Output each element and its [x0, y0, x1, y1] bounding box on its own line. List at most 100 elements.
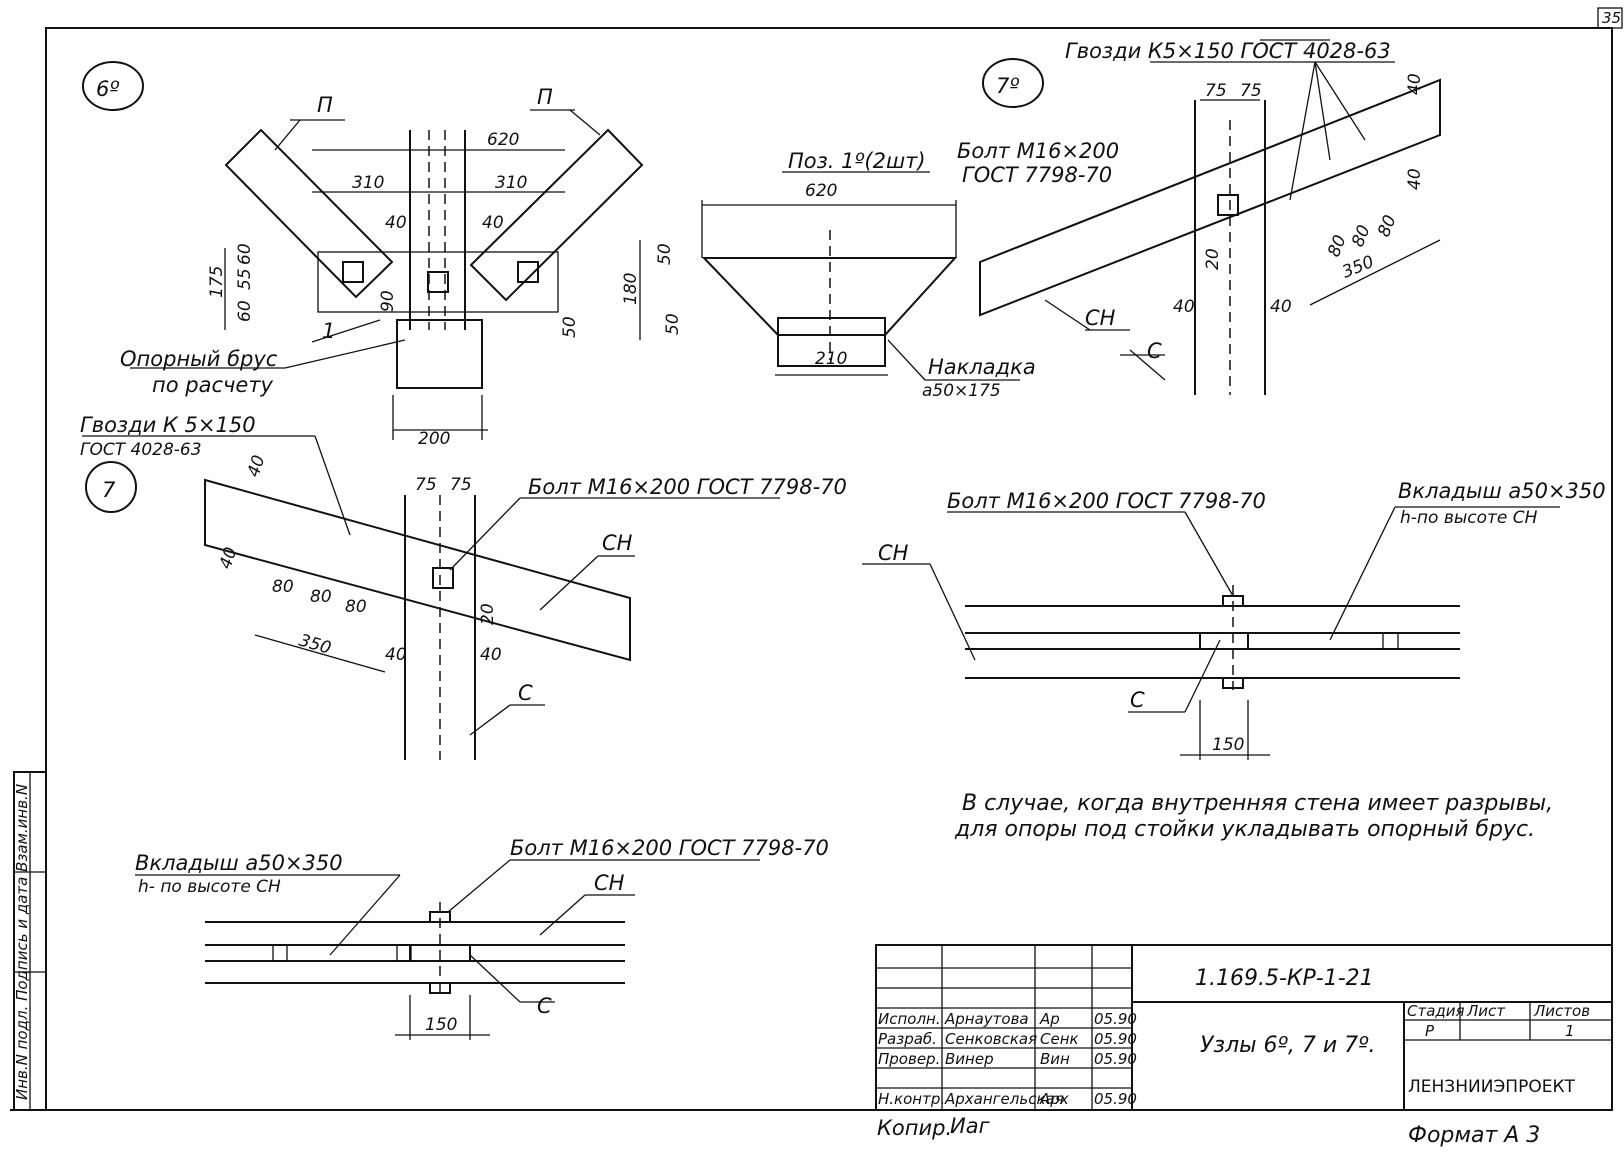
plan-left-label-s: С	[537, 994, 552, 1018]
title-block	[875, 944, 1613, 1111]
plan-right-insert-2: h-по высоте СН	[1400, 508, 1538, 528]
dim-60b: 60	[235, 243, 255, 265]
plan-right-bolt: Болт М16×200 ГОСТ 7798-70	[947, 489, 1266, 513]
tb-h-sheets: Листов	[1533, 1002, 1590, 1020]
plan-right	[862, 506, 1560, 760]
dim-40b: 40	[482, 213, 504, 233]
node-7: 7	[82, 435, 780, 760]
copied-by-label: Копир.	[877, 1116, 952, 1140]
node7a-label-sn: СН	[1085, 306, 1116, 330]
dim-40a: 40	[385, 213, 407, 233]
plan-left-insert-1: Вкладыш а50×350	[135, 851, 343, 875]
tb-h-sheet: Лист	[1466, 1002, 1506, 1020]
tb-title: Узлы 6º, 7 и 7º.	[1200, 1033, 1376, 1058]
node-7a: 7º	[979, 39, 1441, 395]
plan-right-label-sn: СН	[878, 541, 909, 565]
node7a-dim-75a: 75	[1205, 81, 1227, 101]
node7-dim-80b: 80	[310, 587, 332, 607]
node7-nails-1: Гвозди К 5×150	[80, 413, 256, 437]
dim-55: 55	[235, 268, 255, 290]
node7-bolt: Болт М16×200 ГОСТ 7798-70	[528, 475, 847, 499]
node7-dim-80a: 80	[272, 577, 294, 597]
sheet-frame	[10, 7, 1623, 1111]
marker-7: 7	[85, 461, 137, 513]
tb-row-2-role: Провер.	[878, 1050, 940, 1068]
node7a-dim-350: 350	[1339, 252, 1377, 283]
tb-row-1-sign: Сенк	[1040, 1030, 1079, 1048]
dim-60a: 60	[235, 300, 255, 322]
dim-310b: 310	[495, 173, 527, 193]
node7a-dim-40b: 40	[1270, 297, 1292, 317]
tb-org: ЛЕНЗНИИЭПРОЕКТ	[1408, 1077, 1576, 1097]
svg-text:6º: 6º	[96, 77, 119, 101]
format-label: Формат А 3	[1408, 1123, 1540, 1148]
tb-row-1-name: Сенковская	[945, 1030, 1037, 1048]
plan-right-dim-150: 150	[1212, 735, 1244, 755]
plan-left	[135, 859, 760, 1040]
pos1-title: Поз. 1º(2шт)	[788, 149, 926, 173]
node7a-dim-75b: 75	[1240, 81, 1262, 101]
pos1-dim-50a: 50	[655, 243, 675, 265]
node7-dim-20: 20	[478, 603, 498, 625]
dim-90: 90	[378, 290, 398, 312]
node7-dim-80c: 80	[345, 597, 367, 617]
node7a-dim-20: 20	[1203, 248, 1223, 270]
tb-row-2-sign: Вин	[1040, 1050, 1070, 1068]
note-line-1: В случае, когда внутренняя стена имеет р…	[962, 791, 1553, 816]
tb-code: 1.169.5-КР-1-21	[1195, 966, 1374, 991]
tb-row-1-role: Разраб.	[878, 1030, 937, 1048]
dim-310a: 310	[352, 173, 384, 193]
dim-175: 175	[207, 266, 227, 298]
tb-row-3-role: Н.контр.	[878, 1090, 945, 1108]
tb-row-3-sign: Арх	[1039, 1090, 1069, 1108]
node7a-dim-80c: 80	[1374, 212, 1401, 240]
dim-200: 200	[418, 429, 450, 449]
tb-row-0-role: Исполн.	[878, 1010, 941, 1028]
pos1-dim-50b: 50	[663, 313, 683, 335]
label-p-left: П	[317, 93, 333, 117]
plan-left-insert-2: h- по высоте СН	[138, 877, 281, 897]
pos1-dim-180: 180	[621, 273, 641, 305]
tb-row-0-sign: Ар	[1039, 1010, 1060, 1028]
tb-row-1-date: 05.90	[1094, 1030, 1137, 1048]
node7-dim-75a: 75	[415, 475, 437, 495]
svg-text:7: 7	[102, 478, 116, 502]
node7-dim-350: 350	[297, 631, 334, 659]
node7-dim-40b: 40	[480, 645, 502, 665]
marker-7a: 7º	[982, 58, 1044, 108]
plan-left-label-sn: СН	[594, 871, 625, 895]
node7-label-sn: СН	[602, 531, 633, 555]
tb-row-0-name: Арнаутова	[944, 1010, 1029, 1028]
pos1-pad-size: а50×175	[922, 381, 1001, 401]
side-stamp: Инв.N подл. Подпись и дата Взам.инв.N	[13, 784, 31, 1100]
label-pos-1: 1	[322, 319, 335, 343]
tb-row-2-date: 05.90	[1094, 1050, 1137, 1068]
page-number: 35	[1602, 9, 1621, 27]
tb-row-2-name: Винер	[945, 1050, 994, 1068]
plan-left-dim-150: 150	[425, 1015, 457, 1035]
dim-50: 50	[560, 316, 580, 338]
plan-right-insert-1: Вкладыш а50×350	[1398, 479, 1606, 503]
copied-by-sign: Иаг	[950, 1114, 991, 1138]
tb-v-stage: Р	[1425, 1022, 1435, 1040]
node7a-bolt-1: Болт М16×200	[957, 139, 1119, 163]
node7a-dim-80a: 80	[1324, 232, 1351, 260]
node7a-label-s: С	[1147, 339, 1162, 363]
node7-dim-40a: 40	[385, 645, 407, 665]
label-support-beam-2: по расчету	[152, 373, 274, 397]
label-support-beam: Опорный брус	[120, 347, 278, 371]
node7a-dim-40a: 40	[1173, 297, 1195, 317]
marker-6a: 6º	[82, 61, 144, 111]
node7a-bolt-2: ГОСТ 7798-70	[962, 163, 1112, 187]
node7-label-s: С	[518, 681, 533, 705]
node7a-dim-40t: 40	[1405, 73, 1425, 95]
pos1-dim-620: 620	[805, 181, 837, 201]
svg-text:7º: 7º	[996, 74, 1019, 98]
node-6a: 6º	[82, 61, 644, 440]
node7-nails-2: ГОСТ 4028-63	[80, 440, 202, 460]
pos1-pad-label: Накладка	[928, 355, 1036, 379]
node7-dim-40t: 40	[244, 453, 270, 480]
plan-left-bolt: Болт М16×200 ГОСТ 7798-70	[510, 836, 829, 860]
pos1-dim-210: 210	[815, 349, 847, 369]
